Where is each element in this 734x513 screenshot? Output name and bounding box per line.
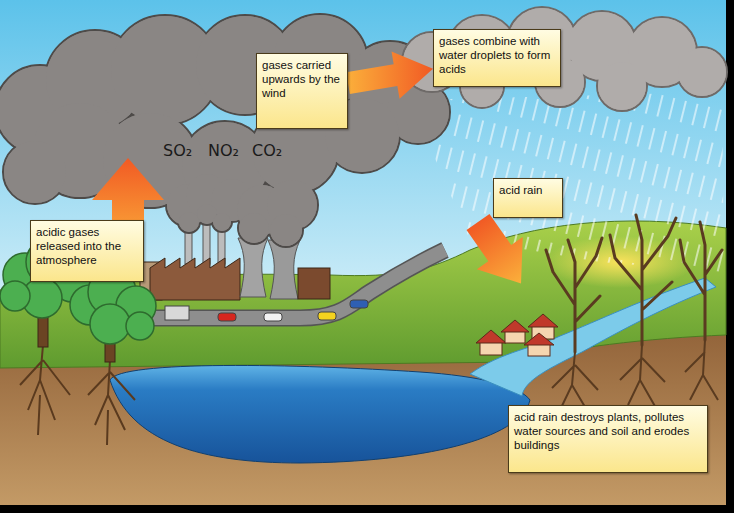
- car: [264, 313, 282, 321]
- house-roof: [501, 320, 529, 332]
- car: [318, 312, 336, 320]
- rain-cloud-outline: [402, 7, 727, 111]
- car: [218, 313, 236, 321]
- leaf-clump: [126, 312, 154, 340]
- tree-root: [552, 352, 598, 412]
- chemical-formula: CO₂: [252, 141, 282, 160]
- callout-text: acid rain: [499, 183, 557, 197]
- rain-cloud-fill: [403, 8, 726, 110]
- lake: [110, 365, 530, 463]
- callout-text: acidic gases released into the atmospher…: [36, 225, 138, 267]
- callout-text: gases combine with water droplets to for…: [439, 34, 555, 76]
- smoke-puff: [239, 213, 269, 243]
- callout-box: acid rain destroys plants, pollutes wate…: [508, 405, 708, 473]
- tree-root: [620, 345, 665, 408]
- tree-roots: [20, 345, 135, 445]
- rain-streaks: [410, 92, 724, 272]
- dead-tree: [610, 215, 676, 345]
- flow-arrow: [346, 52, 433, 99]
- cloud-puff: [4, 141, 66, 203]
- leaf-clump: [0, 281, 30, 311]
- callout-box: gases combine with water droplets to for…: [433, 29, 561, 87]
- tree-root: [685, 340, 718, 400]
- factory-shed: [298, 268, 330, 299]
- cloud-puff: [678, 48, 726, 96]
- callout-box: acid rain: [493, 178, 563, 218]
- leaf-clump: [90, 304, 130, 344]
- callout-box: acidic gases released into the atmospher…: [30, 220, 144, 282]
- chemical-formula: NO₂: [208, 141, 239, 160]
- cloud-puff: [598, 62, 646, 110]
- factory-building: [150, 258, 240, 300]
- smoke-puff: [213, 213, 231, 231]
- falling-rain-arrow: [455, 206, 544, 300]
- houses: [476, 314, 558, 356]
- callout-box: gases carried upwards by the wind: [256, 53, 348, 129]
- dead-tree: [680, 222, 722, 340]
- cooling-tower: [268, 240, 300, 299]
- smoke-cloud-outline: [0, 14, 450, 247]
- river: [470, 278, 716, 396]
- smoke-puff: [270, 214, 302, 246]
- cooling-tower: [238, 238, 268, 297]
- tree-root: [88, 360, 135, 445]
- car: [350, 300, 368, 308]
- tree-root: [20, 345, 70, 435]
- truck: [165, 306, 189, 320]
- smoke-cloud-fill: [0, 15, 449, 246]
- dead-tree-roots: [552, 340, 718, 412]
- callout-text: gases carried upwards by the wind: [262, 58, 342, 100]
- chemical-formula: SO₂: [163, 141, 192, 160]
- house-roof: [528, 314, 558, 327]
- callout-text: acid rain destroys plants, pollutes wate…: [514, 410, 702, 452]
- smoke-puff: [179, 212, 199, 232]
- dead-trees: [546, 215, 722, 352]
- house-roof: [524, 333, 554, 345]
